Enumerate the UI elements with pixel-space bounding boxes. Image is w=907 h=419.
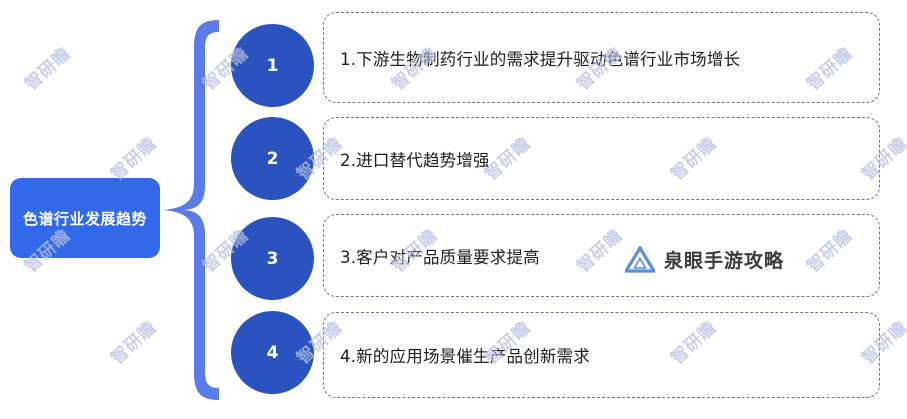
- step-number-3: 3: [266, 248, 279, 269]
- trend-item-text-2: 2.进口替代趋势增强: [340, 150, 490, 170]
- watermark-text: 智研瞻: [107, 317, 161, 369]
- site-logo: 泉眼手游攻略: [625, 246, 784, 273]
- trend-item-box-2: 2.进口替代趋势增强: [323, 117, 880, 200]
- trend-item-box-4: 4.新的应用场景催生产品创新需求: [323, 312, 880, 398]
- trend-item-box-1: 1.下游生物制药行业的需求提升驱动色谱行业市场增长: [323, 12, 880, 103]
- step-number-1: 1: [266, 55, 279, 76]
- trend-item-box-3: 3.客户对产品质量要求提高: [323, 214, 880, 297]
- step-circle-4: 4: [231, 311, 314, 394]
- watermark-text: 智研瞻: [21, 43, 75, 95]
- triangle-mountain-logo-icon: [625, 246, 655, 273]
- site-logo-text: 泉眼手游攻略: [664, 250, 785, 272]
- watermark-text: 智研瞻: [107, 133, 161, 185]
- step-number-2: 2: [266, 148, 279, 169]
- trend-item-text-1: 1.下游生物制药行业的需求提升驱动色谱行业市场增长: [340, 49, 741, 69]
- step-circle-3: 3: [231, 217, 314, 300]
- curly-brace-icon: [163, 20, 219, 400]
- diagram-title-box: 色谱行业发展趋势: [10, 178, 160, 258]
- trend-item-text-3: 3.客户对产品质量要求提高: [340, 247, 540, 267]
- step-circle-2: 2: [231, 117, 314, 200]
- step-circle-1: 1: [231, 24, 314, 107]
- diagram-title-label: 色谱行业发展趋势: [22, 209, 147, 228]
- step-number-4: 4: [266, 342, 279, 363]
- trend-item-text-4: 4.新的应用场景催生产品创新需求: [340, 347, 590, 366]
